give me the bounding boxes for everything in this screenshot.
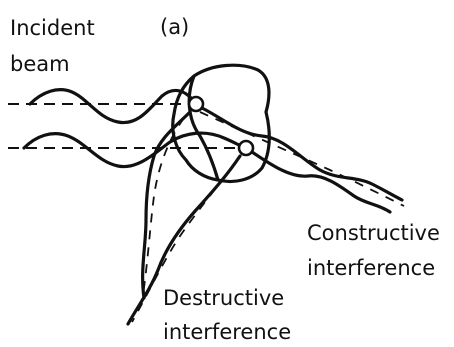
destructive-wave-left [143,112,190,298]
crystal-cell-inner-edge [189,76,218,180]
panel-label: (a) [160,15,189,39]
incident-label-line1: Incident [10,16,95,40]
incident-label-line2: beam [10,52,70,76]
incident-wave-upper [30,90,196,123]
crystal-cell-outline [173,65,270,181]
constructive-label-line1: Constructive [307,221,440,245]
constructive-label-line2: interference [307,256,435,280]
constructive-wave-upper [202,108,402,200]
destructive-label-line2: interference [163,320,291,344]
destructive-label-line1: Destructive [163,286,284,310]
